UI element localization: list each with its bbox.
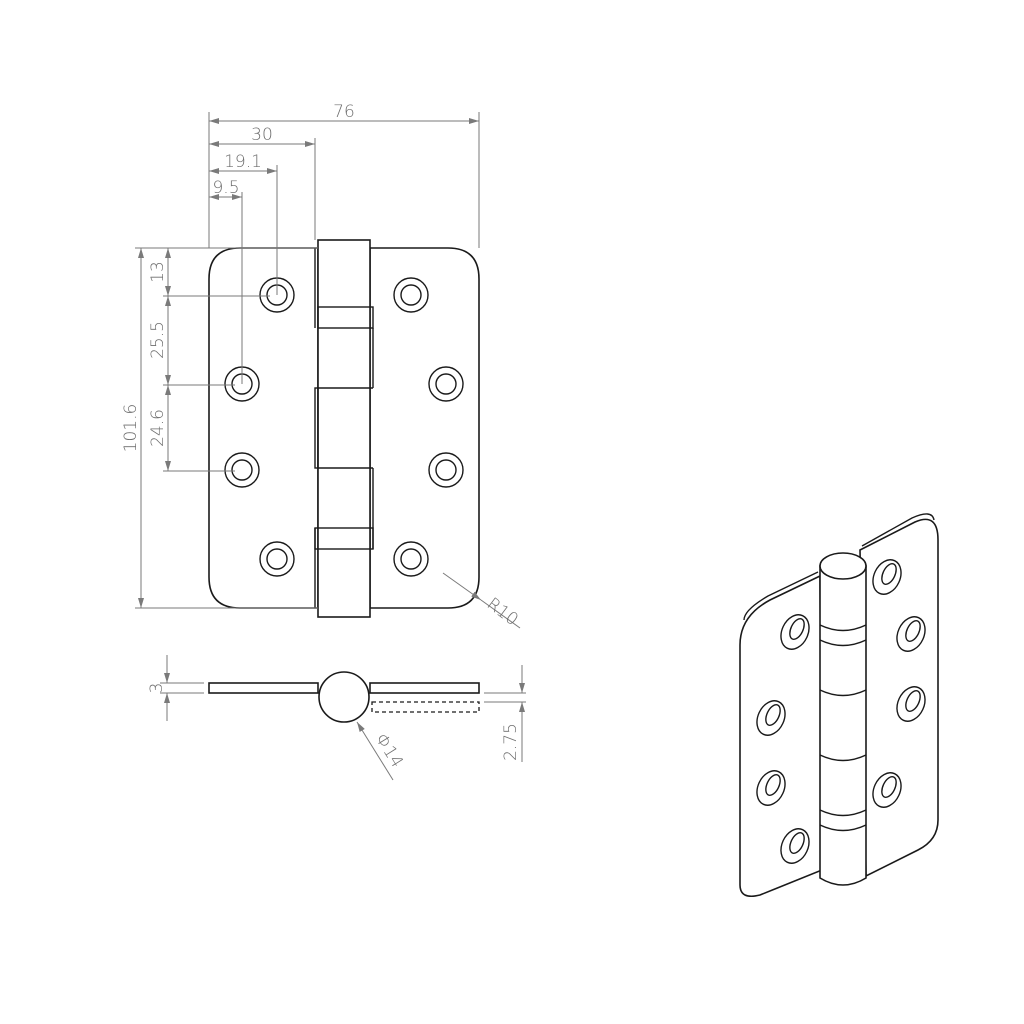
screw-hole-icon — [224, 452, 260, 488]
knuckle-segments — [314, 248, 374, 608]
leaf-right-section — [369, 682, 480, 694]
screw-hole-icon — [259, 541, 295, 577]
dim-outer-hole-offset: 19.1 — [224, 152, 262, 172]
screw-hole-icon — [393, 277, 429, 313]
dim-inner-hole-offset: 9.5 — [212, 178, 239, 198]
iso-knuckle — [819, 565, 867, 886]
dim-overall-width: 76 — [333, 102, 355, 122]
knuckle — [317, 239, 371, 618]
iso-left-leaf — [739, 574, 823, 898]
screw-hole-icon — [780, 828, 810, 864]
screw-hole-icon — [896, 686, 926, 722]
screw-hole-icon — [428, 452, 464, 488]
left-leaf — [208, 247, 319, 609]
dim-knuckle-diameter: Φ14 — [371, 730, 407, 771]
screw-hole-icon — [393, 541, 429, 577]
screw-hole-icon — [872, 559, 902, 595]
iso-knuckle-joints — [819, 624, 867, 832]
screw-hole-icon — [428, 366, 464, 402]
isometric-view — [739, 513, 939, 898]
dim-knuckle-offset: 30 — [251, 125, 273, 145]
dim-top-hole-offset: 13 — [148, 261, 168, 283]
dim-hole-spacing-2: 24.6 — [148, 409, 168, 447]
side-view: 3 Φ14 2.75 — [147, 655, 526, 781]
iso-knuckle-top — [819, 552, 867, 580]
screw-hole-icon — [780, 614, 810, 650]
dim-overall-height: 101.6 — [121, 404, 141, 453]
knuckle-section — [318, 671, 370, 723]
leaf-left-section — [208, 682, 319, 694]
right-leaf — [369, 247, 480, 609]
leaf-closed-position — [371, 701, 480, 713]
screw-hole-icon — [756, 770, 786, 806]
dim-hole-spacing-1: 25.5 — [148, 321, 168, 359]
vertical-dimensions: 101.6 13 25.5 24.6 — [121, 247, 318, 609]
iso-screw-holes — [756, 559, 926, 864]
screw-hole-icon — [896, 616, 926, 652]
horizontal-dimensions: 76 30 19.1 9.5 — [208, 102, 480, 384]
front-view: 76 30 19.1 9.5 101.6 13 25.5 24.6 R10 — [121, 102, 522, 630]
dim-leaf-thickness: 3 — [147, 683, 167, 694]
screw-hole-icon — [756, 700, 786, 736]
dim-closed-gap: 2.75 — [501, 723, 521, 761]
screw-holes-right — [393, 277, 464, 577]
screw-hole-icon — [872, 772, 902, 808]
